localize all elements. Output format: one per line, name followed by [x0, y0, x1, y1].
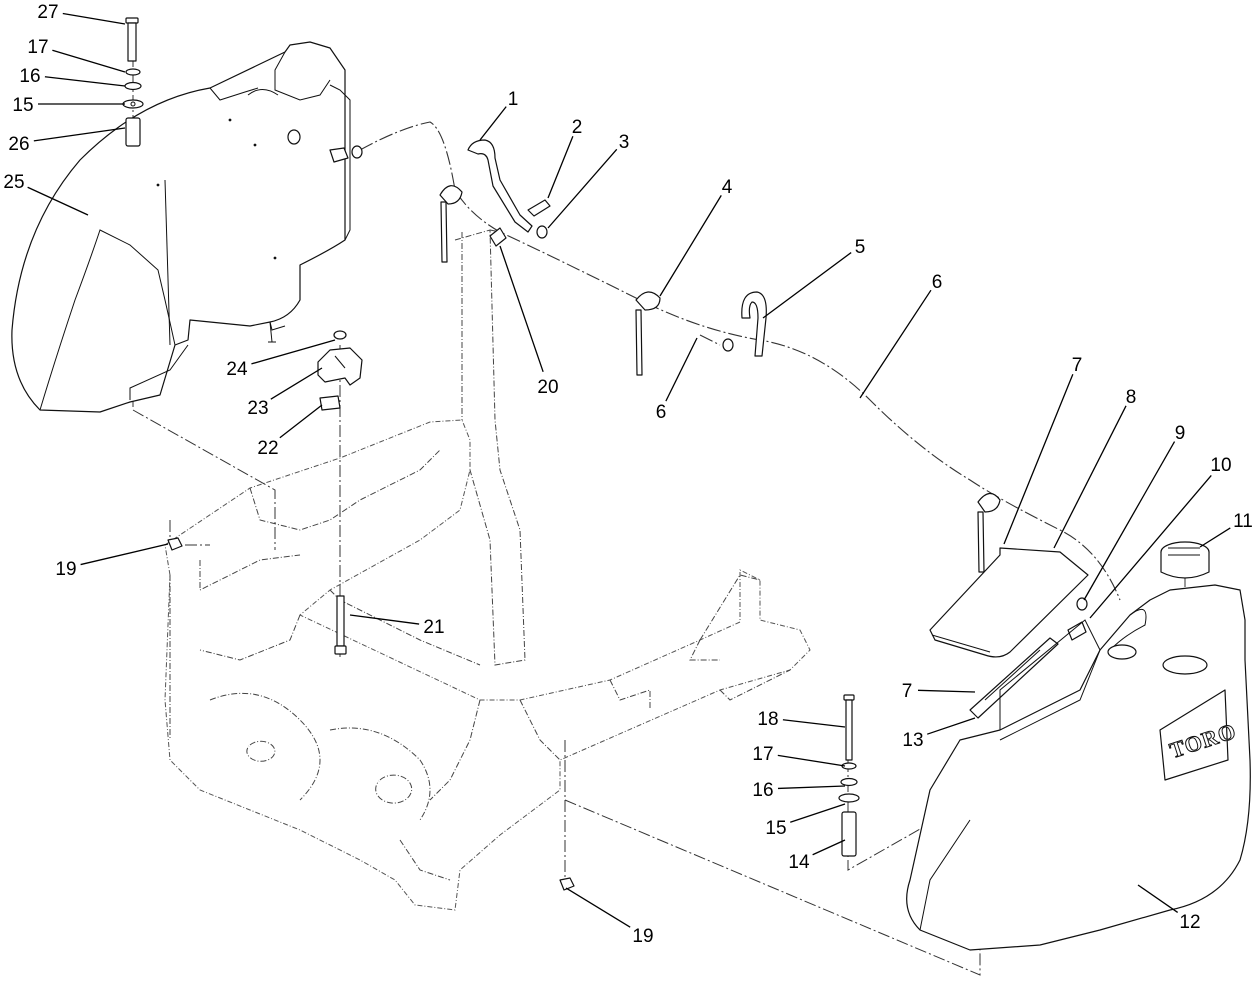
callout-19: 19 [632, 926, 653, 947]
part-19-nut-bottom [559, 877, 575, 891]
callout-leader-1 [479, 106, 507, 141]
callout-leader-20 [499, 245, 544, 373]
callout-leader-13 [926, 717, 976, 735]
part-4-cable-tie [635, 291, 661, 376]
part-23-bracket [317, 330, 363, 411]
part-11-cap [1160, 541, 1210, 579]
part-9-fitting [1076, 597, 1088, 611]
callout-leader-11 [1199, 527, 1231, 548]
callout-leader-3 [547, 148, 618, 229]
callout-leader-9 [1083, 441, 1176, 601]
callout-leader-14 [812, 839, 846, 856]
callout-15: 15 [12, 95, 33, 116]
callout-2: 2 [572, 117, 583, 138]
callout-leader-24 [251, 339, 336, 365]
callout-leader-21 [349, 614, 420, 625]
callout-4: 4 [722, 177, 733, 198]
callout-6: 6 [932, 272, 943, 293]
callout-6: 6 [656, 402, 667, 423]
callout-25: 25 [3, 172, 24, 193]
callout-leader-10 [1089, 475, 1212, 619]
part-5-tube-loop [722, 291, 767, 357]
callout-21: 21 [423, 617, 444, 638]
part-20-clip [489, 227, 507, 247]
hardware-stack-left [122, 17, 144, 147]
part-8-lid [929, 547, 1089, 658]
callout-14: 14 [788, 852, 810, 873]
chassis-frame [164, 229, 811, 911]
callout-20: 20 [537, 377, 558, 398]
part-1-filler-tube [467, 139, 533, 233]
callout-leader-7 [1003, 373, 1074, 545]
callout-17: 17 [752, 744, 773, 765]
callout-leader-16 [44, 76, 126, 87]
hardware-stack-right [838, 694, 860, 857]
callout-leader-27 [62, 12, 126, 25]
callout-10: 10 [1210, 455, 1231, 476]
callout-leader-4 [659, 195, 722, 297]
callout-leader-6 [859, 289, 932, 399]
callout-19: 19 [55, 559, 76, 580]
callout-3: 3 [619, 132, 630, 153]
callout-7: 7 [902, 681, 913, 702]
callout-leader-15 [790, 803, 846, 823]
callout-27: 27 [37, 2, 58, 23]
callout-16: 16 [19, 66, 40, 87]
part-19-nut-left [167, 537, 183, 551]
callout-11: 11 [1233, 511, 1253, 532]
callout-leader-17 [777, 754, 846, 767]
callout-1: 1 [508, 89, 519, 110]
callout-leader-6 [665, 337, 698, 402]
part-10-fitting [1067, 621, 1087, 641]
callout-leader-18 [782, 719, 846, 728]
callout-18: 18 [757, 709, 778, 730]
callout-leader-5 [762, 252, 852, 319]
callout-23: 23 [247, 398, 268, 419]
hose-routing [359, 121, 1121, 601]
callout-labels: 2717161526251234566207891011242322192171… [3, 2, 1252, 947]
callout-leader-23 [270, 367, 323, 400]
callout-leader-19 [565, 887, 631, 928]
part-cable-tie-upper [439, 185, 463, 263]
part-21-bolt [334, 595, 347, 655]
callout-leader-7 [917, 689, 976, 693]
callout-leader-16 [777, 785, 846, 790]
callout-leader-8 [1053, 405, 1127, 549]
part-12-fuel-tank: TORO [906, 584, 1251, 951]
callout-15: 15 [765, 818, 786, 839]
part-2-fitting [527, 199, 551, 217]
part-3-clamp [536, 225, 548, 239]
callout-leader-17 [52, 49, 126, 73]
callout-7: 7 [1072, 355, 1083, 376]
callout-5: 5 [855, 237, 866, 258]
callout-leader-12 [1137, 884, 1179, 913]
callout-26: 26 [8, 134, 29, 155]
callout-leader-25 [27, 186, 89, 216]
part-25-left-fender [11, 41, 363, 413]
callout-8: 8 [1126, 387, 1137, 408]
callout-12: 12 [1179, 912, 1200, 933]
callout-leader-22 [279, 404, 323, 439]
callout-leader-26 [33, 127, 126, 142]
callout-leader-19 [80, 543, 169, 566]
callout-9: 9 [1175, 423, 1186, 444]
callout-24: 24 [226, 359, 248, 380]
callout-16: 16 [752, 780, 773, 801]
callout-22: 22 [257, 438, 278, 459]
callout-13: 13 [902, 730, 923, 751]
callout-leader-2 [547, 135, 574, 199]
callout-17: 17 [27, 37, 48, 58]
